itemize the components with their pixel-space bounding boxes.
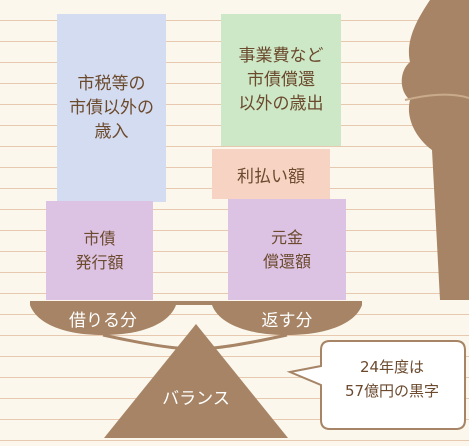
callout-bubble [286,340,466,430]
revenue-line-2: 市債以外の [69,98,154,118]
left-pan [30,305,176,335]
principal-repayment-box: 元金 償還額 [228,199,346,300]
left-pan-label: 借りる分 [69,311,137,331]
surplus-callout: 24年度は 57億円の黒字 [322,355,462,403]
principal-line-2: 償還額 [262,251,311,271]
principal-line-1: 元金 [270,227,303,247]
expense-line-3: 以外の歳出 [238,94,324,114]
bond-line-2: 発行額 [75,252,124,272]
finger-curve [404,93,469,101]
fulcrum-label: バランス [162,389,230,409]
callout-line-1: 24年度は [359,358,425,376]
expense-line-1: 事業費など [238,46,324,66]
revenue-box: 市税等の 市債以外の 歳入 [57,14,166,202]
callout-line-2: 57億円の黒字 [344,382,440,400]
right-pan-label: 返す分 [261,311,313,331]
interest-label: 利払い額 [237,166,305,187]
revenue-line-3: 歳入 [94,122,129,142]
interest-box: 利払い額 [212,149,330,199]
bond-line-1: 市債 [83,228,116,248]
scale-beam [30,301,362,305]
expense-box: 事業費など 市債償還 以外の歳出 [221,14,341,146]
revenue-line-1: 市税等の [77,74,146,94]
right-pan [212,305,362,335]
hand-icon [401,0,469,300]
bond-issuance-box: 市債 発行額 [46,201,153,300]
expense-line-2: 市債償還 [247,70,315,90]
fulcrum-triangle [104,324,288,438]
